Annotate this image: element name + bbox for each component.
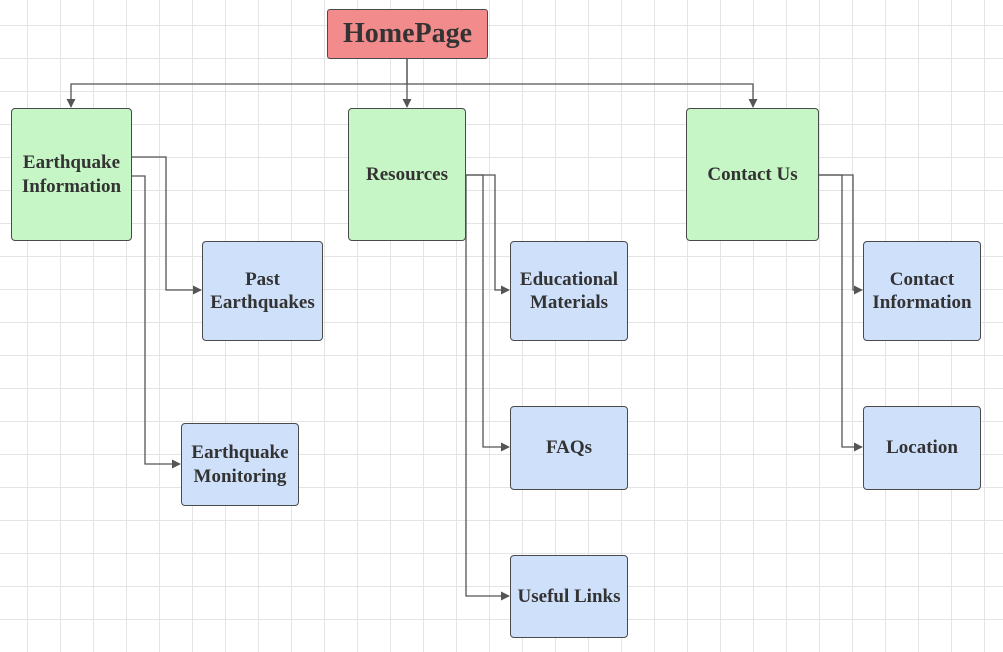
node-location[interactable]: Location — [863, 406, 981, 490]
connector-resources-to-useful-links — [465, 175, 510, 601]
node-earthquake-information[interactable]: Earthquake Information — [11, 108, 132, 241]
node-homepage[interactable]: HomePage — [327, 9, 488, 59]
node-contact-us-label: Contact Us — [707, 163, 798, 185]
connector-resources-to-educational-materials — [466, 174, 510, 295]
node-past-earthquakes[interactable]: Past Earthquakes — [202, 241, 323, 341]
connector-homepage-to-contact-us — [407, 83, 758, 108]
connector-contact-us-to-location — [819, 174, 863, 452]
connector-earthquake-information-to-earthquake-monitoring — [132, 175, 181, 469]
node-location-label: Location — [886, 437, 958, 459]
node-useful-links[interactable]: Useful Links — [510, 555, 628, 638]
connector-contact-us-to-contact-information — [819, 174, 863, 295]
node-homepage-label: HomePage — [342, 17, 473, 49]
connector-earthquake-information-to-past-earthquakes — [132, 156, 202, 295]
node-earthquake-monitoring[interactable]: Earthquake Monitoring — [181, 423, 299, 506]
node-faqs[interactable]: FAQs — [510, 406, 628, 490]
node-contact-information-label: Contact Information — [872, 268, 972, 313]
node-faqs-label: FAQs — [545, 437, 593, 459]
node-earthquake-information-label: Earthquake Information — [21, 152, 122, 197]
node-earthquake-monitoring-label: Earthquake Monitoring — [191, 442, 289, 487]
node-useful-links-label: Useful Links — [517, 585, 621, 607]
node-educational-materials-label: Educational Materials — [519, 268, 619, 313]
node-resources[interactable]: Resources — [348, 108, 466, 241]
node-contact-us[interactable]: Contact Us — [686, 108, 819, 241]
node-contact-information[interactable]: Contact Information — [863, 241, 981, 341]
node-resources-label: Resources — [366, 163, 448, 185]
node-educational-materials[interactable]: Educational Materials — [510, 241, 628, 341]
node-past-earthquakes-label: Past Earthquakes — [210, 268, 315, 313]
connector-resources-to-faqs — [466, 174, 510, 452]
connector-homepage-to-earthquake-information — [66, 59, 408, 108]
